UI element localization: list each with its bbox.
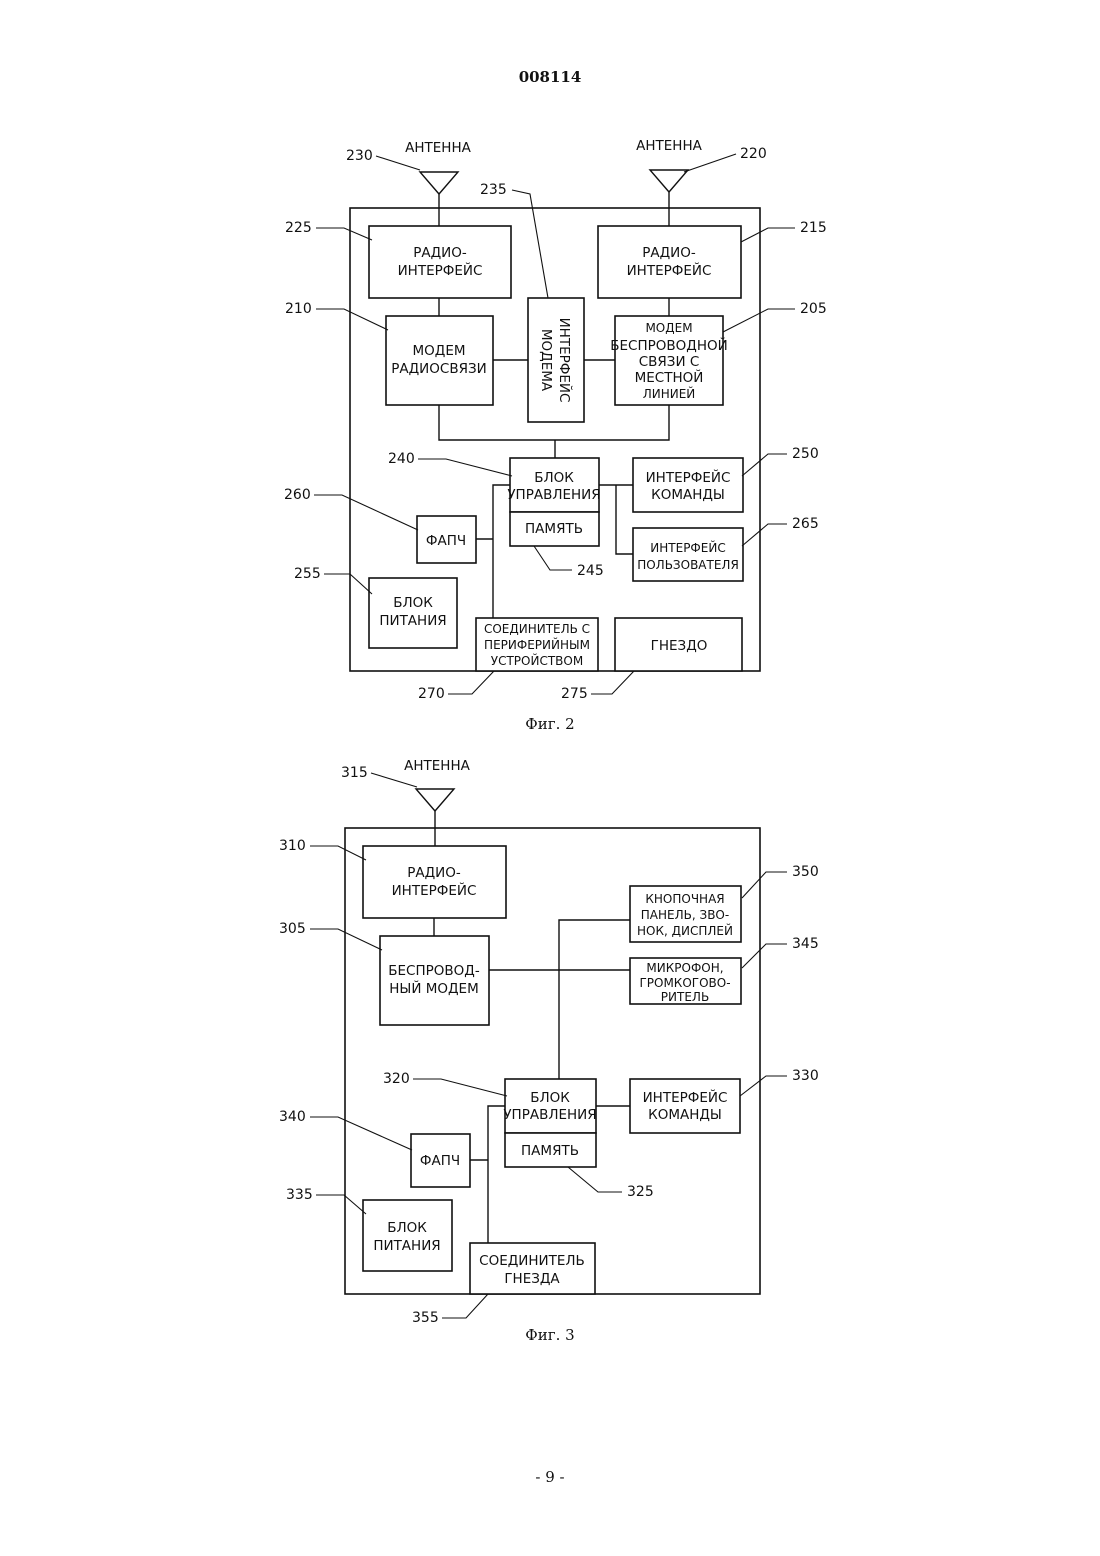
fig2-radio-interface-right	[598, 226, 741, 298]
fig3-radio-line1: РАДИО-	[407, 865, 461, 881]
fig2-peripheral-line1: СОЕДИНИТЕЛЬ С	[484, 622, 590, 636]
fig3-ref-350: 350	[792, 864, 819, 880]
figure-3: АНТЕННА 315 РАДИО- ИНТЕРФЕЙС 310 БЕСПРОВ…	[279, 758, 819, 1344]
fig2-ref-220: 220	[740, 146, 767, 162]
fig3-socket-connector-line2: ГНЕЗДА	[504, 1271, 560, 1287]
fig2-wireless-modem-line5: ЛИНИЕЙ	[643, 386, 696, 401]
fig3-keypad-line2: ПАНЕЛЬ, ЗВО-	[641, 908, 729, 922]
fig3-caption: Фиг. 3	[525, 1326, 574, 1344]
fig2-ref-240: 240	[388, 451, 415, 467]
fig2-ref-210: 210	[285, 301, 312, 317]
fig3-ref-320: 320	[383, 1071, 410, 1087]
fig2-ref-230: 230	[346, 148, 373, 164]
fig2-ref-250: 250	[792, 446, 819, 462]
fig3-ref-345: 345	[792, 936, 819, 952]
fig2-radio-interface-left-line1: РАДИО-	[413, 245, 467, 261]
fig3-mic-line1: МИКРОФОН,	[646, 961, 723, 975]
antenna-icon	[420, 172, 458, 194]
fig2-wireless-modem-line1: МОДЕМ	[645, 321, 692, 335]
fig2-antenna-left-label: АНТЕННА	[405, 140, 471, 156]
fig2-ref-215: 215	[800, 220, 827, 236]
fig2-ref-265: 265	[792, 516, 819, 532]
fig2-modem-interface-line1: ИНТЕРФЕЙС	[556, 318, 574, 403]
fig2-ref-260: 260	[284, 487, 311, 503]
fig2-ref-245: 245	[577, 563, 604, 579]
fig2-power-line1: БЛОК	[393, 595, 433, 611]
fig2-ref-275: 275	[561, 686, 588, 702]
fig2-wireless-modem-line2: БЕСПРОВОДНОЙ	[610, 336, 727, 354]
fig2-antenna-left: АНТЕННА 230	[346, 140, 472, 226]
fig2-ref-225: 225	[285, 220, 312, 236]
fig3-ref-355: 355	[412, 1310, 439, 1326]
fig2-control-line2: УПРАВЛЕНИЯ	[507, 487, 600, 503]
fig2-command-interface-line1: ИНТЕРФЕЙС	[646, 468, 731, 486]
fig3-ref-305: 305	[279, 921, 306, 937]
fig3-mic-line2: ГРОМКОГОВО-	[639, 976, 730, 990]
document-number: 008114	[519, 68, 582, 86]
fig2-radio-interface-right-line2: ИНТЕРФЕЙС	[627, 261, 712, 279]
fig3-control-unit	[505, 1079, 596, 1133]
fig2-peripheral-line3: УСТРОЙСТВОМ	[491, 653, 583, 668]
fig3-ref-310: 310	[279, 838, 306, 854]
fig3-antenna-label: АНТЕННА	[404, 758, 470, 774]
figure-2: АНТЕННА 230 АНТЕННА 220 235 РАДИО- ИНТЕР…	[284, 138, 827, 733]
fig3-ref-330: 330	[792, 1068, 819, 1084]
fig2-command-interface-line2: КОМАНДЫ	[651, 487, 725, 503]
fig3-keypad-line1: КНОПОЧНАЯ	[645, 892, 724, 906]
fig3-modem-line2: НЫЙ МОДЕМ	[389, 979, 478, 997]
fig3-pll-label: ФАПЧ	[420, 1153, 460, 1169]
fig2-ref-255: 255	[294, 566, 321, 582]
fig3-radio-line2: ИНТЕРФЕЙС	[392, 881, 477, 899]
fig2-memory-label: ПАМЯТЬ	[525, 521, 583, 537]
fig3-keypad-line3: НОК, ДИСПЛЕЙ	[637, 923, 733, 938]
fig2-user-interface-line1: ИНТЕРФЕЙС	[650, 540, 725, 555]
fig2-ref-235-leader	[512, 190, 548, 298]
fig3-socket-connector-line1: СОЕДИНИТЕЛЬ	[479, 1253, 585, 1269]
fig2-power-line2: ПИТАНИЯ	[379, 613, 446, 629]
fig2-socket-label: ГНЕЗДО	[651, 638, 708, 654]
fig3-ref-325: 325	[627, 1184, 654, 1200]
fig2-radio-interface-left	[369, 226, 511, 298]
antenna-icon	[416, 789, 454, 811]
fig2-radio-modem-line2: РАДИОСВЯЗИ	[391, 361, 486, 377]
fig2-radio-interface-left-line2: ИНТЕРФЕЙС	[398, 261, 483, 279]
fig2-peripheral-line2: ПЕРИФЕРИЙНЫМ	[484, 637, 590, 652]
fig2-radio-modem-line1: МОДЕМ	[413, 343, 466, 359]
fig2-radio-interface-right-line1: РАДИО-	[642, 245, 696, 261]
fig3-modem-line1: БЕСПРОВОД-	[388, 963, 480, 979]
fig2-ref-270: 270	[418, 686, 445, 702]
fig2-wireless-modem-line4: МЕСТНОЙ	[635, 368, 704, 386]
fig3-command-interface	[630, 1079, 740, 1133]
fig3-radio-interface	[363, 846, 506, 918]
fig3-command-interface-line1: ИНТЕРФЕЙС	[643, 1088, 728, 1106]
fig2-wireless-modem-line3: СВЯЗИ С	[639, 354, 700, 370]
fig2-antenna-right-label: АНТЕННА	[636, 138, 702, 154]
fig3-control-line2: УПРАВЛЕНИЯ	[503, 1107, 596, 1123]
antenna-icon	[650, 170, 688, 192]
fig3-power-line1: БЛОК	[387, 1220, 427, 1236]
fig3-command-interface-line2: КОМАНДЫ	[648, 1107, 722, 1123]
fig2-modem-interface-line2: МОДЕМА	[538, 329, 554, 392]
fig3-control-line1: БЛОК	[530, 1090, 570, 1106]
fig2-control-line1: БЛОК	[534, 470, 574, 486]
fig3-memory-label: ПАМЯТЬ	[521, 1143, 579, 1159]
fig2-caption: Фиг. 2	[525, 715, 574, 733]
fig2-modem-interface	[528, 298, 584, 422]
fig3-power-line2: ПИТАНИЯ	[373, 1238, 440, 1254]
fig2-user-interface-line2: ПОЛЬЗОВАТЕЛЯ	[637, 558, 739, 572]
fig2-antenna-right: АНТЕННА 220	[636, 138, 767, 226]
fig2-ref-205: 205	[800, 301, 827, 317]
fig2-pll-label: ФАПЧ	[426, 533, 466, 549]
fig3-ref-335: 335	[286, 1187, 313, 1203]
fig3-mic-line3: РИТЕЛЬ	[661, 990, 709, 1004]
fig2-ref-235: 235	[480, 182, 507, 198]
fig3-ref-315: 315	[341, 765, 368, 781]
fig3-ref-340: 340	[279, 1109, 306, 1125]
page-number: - 9 -	[535, 1468, 564, 1486]
